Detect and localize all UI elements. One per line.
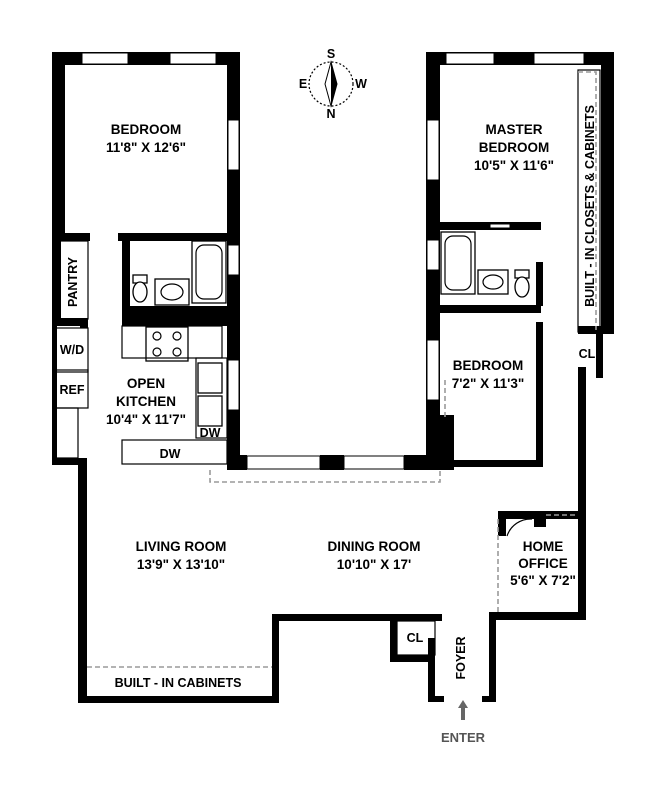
pantry-box — [55, 240, 89, 320]
bathtub — [440, 231, 476, 295]
fixtures — [55, 69, 601, 656]
sink — [154, 278, 190, 306]
living-room-dims: 13'9" X 13'10" — [137, 557, 225, 572]
closet-label-foyer: CL — [407, 631, 424, 645]
washer-dryer — [55, 327, 89, 373]
fixture-labels: PANTRY W/D REF DW DW CL CL FOYER BUILT -… — [60, 105, 598, 690]
home-office-dims: 5'6" X 7'2" — [510, 573, 576, 588]
dw-side-label: DW — [200, 426, 221, 440]
kitchen-sink — [197, 395, 223, 427]
bathtub — [191, 240, 227, 304]
kitchen-sink — [197, 362, 223, 394]
kitchen-counter-bottom — [121, 439, 228, 465]
bedroom-2-dims: 7'2" X 11'3" — [452, 376, 525, 391]
dining-room-dims: 10'10" X 17' — [337, 557, 411, 572]
foyer-closet — [396, 620, 436, 656]
built-in-cabinets-label: BUILT - IN CABINETS — [115, 676, 242, 690]
compass: S N E W — [299, 47, 367, 121]
entrance: ENTER — [441, 700, 486, 745]
kitchen-counter-right — [195, 357, 228, 439]
compass-n: N — [326, 107, 335, 121]
bedroom-1-dims: 11'8" X 12'6" — [106, 140, 186, 155]
ref-label: REF — [60, 383, 85, 397]
kitchen-dims: 10'4" X 11'7" — [106, 412, 186, 427]
master-bedroom-dims: 10'5" X 11'6" — [474, 158, 554, 173]
enter-label: ENTER — [441, 730, 486, 745]
compass-s: S — [327, 47, 335, 61]
pantry-label: PANTRY — [66, 256, 80, 307]
home-office-name-2: OFFICE — [518, 556, 568, 571]
room-labels: BEDROOM 11'8" X 12'6" MASTER BEDROOM 10'… — [106, 122, 576, 588]
windows — [81, 52, 585, 470]
enter-arrow-icon — [458, 700, 468, 720]
dw-counter-label: DW — [160, 447, 181, 461]
dining-room-name: DINING ROOM — [328, 539, 421, 554]
bedroom-1-name: BEDROOM — [111, 122, 182, 137]
dashed-lines — [87, 71, 597, 668]
kitchen-counter-top — [121, 325, 223, 359]
master-bedroom-name-2: BEDROOM — [479, 140, 550, 155]
built-in-closets-label: BUILT - IN CLOSETS & CABINETS — [583, 105, 597, 307]
closet-label-right: CL — [579, 347, 596, 361]
kitchen-name-2: KITCHEN — [116, 394, 176, 409]
foyer-label: FOYER — [454, 636, 468, 679]
master-bedroom-name-1: MASTER — [486, 122, 543, 137]
home-office-name-1: HOME — [523, 539, 564, 554]
toilet — [514, 269, 530, 298]
bedroom-2-name: BEDROOM — [453, 358, 524, 373]
stove — [145, 326, 189, 362]
built-in-closet — [577, 69, 601, 333]
kitchen-name-1: OPEN — [127, 376, 165, 391]
compass-w: W — [355, 77, 367, 91]
wd-label: W/D — [60, 343, 84, 357]
toilet — [132, 274, 148, 303]
living-room-name: LIVING ROOM — [136, 539, 227, 554]
compass-e: E — [299, 77, 307, 91]
